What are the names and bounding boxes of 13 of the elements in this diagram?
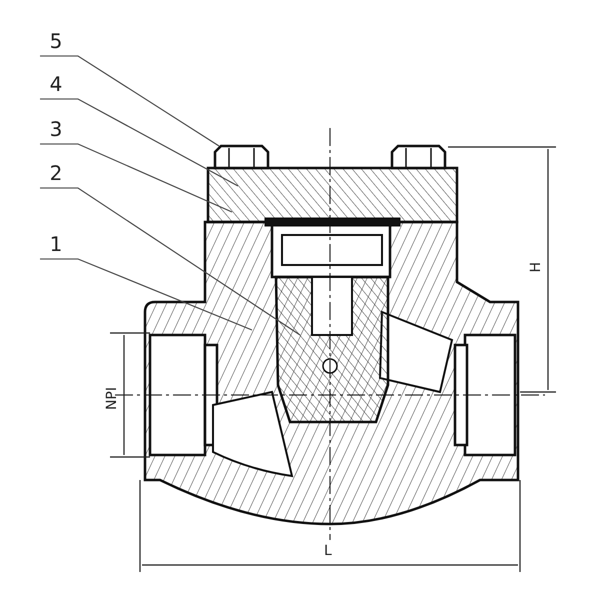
dimension-label: NPI [104, 387, 120, 410]
callout-number: 4 [48, 73, 64, 95]
callout-number: 5 [48, 30, 64, 52]
leader-line [40, 98, 238, 186]
leader-line [40, 258, 252, 330]
dimension-label: H [528, 262, 544, 273]
leader-line [40, 187, 300, 336]
callout-number: 1 [48, 233, 64, 255]
callout-number: 3 [48, 118, 64, 140]
dimension-label: L [324, 543, 332, 559]
leader-line [40, 55, 220, 146]
leader-line [40, 143, 232, 212]
callout-number: 2 [48, 162, 64, 184]
